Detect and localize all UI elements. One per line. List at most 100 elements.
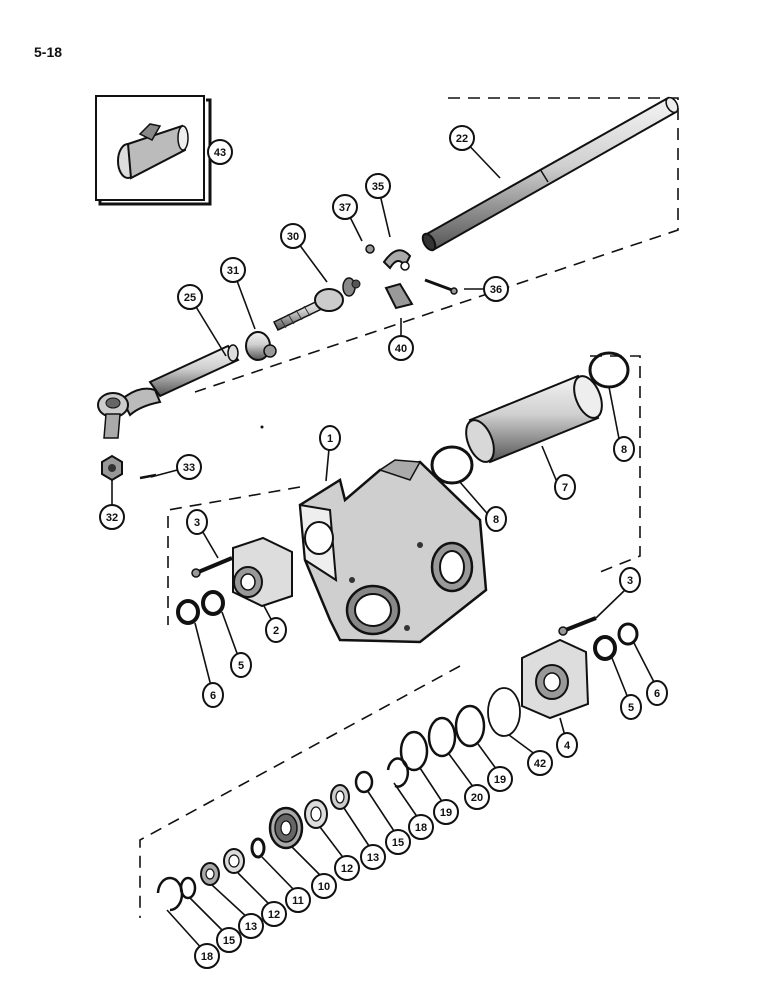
callout-label: 30 bbox=[287, 231, 299, 243]
washer-part bbox=[354, 770, 374, 794]
callout-label: 5 bbox=[628, 702, 634, 714]
callout-label: 8 bbox=[493, 514, 499, 526]
snap-ring-part bbox=[386, 757, 410, 788]
end-cap-part bbox=[521, 638, 590, 720]
o-ring-part bbox=[588, 351, 630, 389]
callout-label: 3 bbox=[194, 517, 200, 529]
callout-label: 37 bbox=[339, 202, 351, 214]
backup-ring-part bbox=[487, 687, 521, 737]
callout-balloon: 5 bbox=[230, 652, 252, 678]
callout-balloon: 10 bbox=[311, 873, 337, 899]
seal-part bbox=[593, 635, 617, 661]
callout-label: 7 bbox=[562, 482, 568, 494]
callout-balloon: 30 bbox=[280, 223, 306, 249]
print-dot bbox=[260, 425, 264, 429]
piston-stack bbox=[156, 770, 374, 912]
callout-label: 40 bbox=[395, 343, 407, 355]
callout-balloon: 18 bbox=[408, 814, 434, 840]
callout-label: 31 bbox=[227, 265, 239, 277]
callout-balloon: 13 bbox=[360, 844, 386, 870]
callout-label: 2 bbox=[273, 625, 279, 637]
callout-label: 6 bbox=[210, 690, 216, 702]
bolt-part bbox=[424, 278, 458, 295]
callout-balloon: 13 bbox=[238, 913, 264, 939]
callout-balloon: 33 bbox=[176, 454, 202, 480]
callout-balloon: 40 bbox=[388, 335, 414, 361]
callout-label: 15 bbox=[223, 935, 235, 947]
clamp-sleeve-part bbox=[245, 331, 277, 361]
piston-part bbox=[268, 806, 304, 850]
callout-balloon: 22 bbox=[449, 125, 475, 151]
callout-label: 22 bbox=[456, 133, 468, 145]
callout-label: 18 bbox=[201, 951, 213, 963]
callout-label: 4 bbox=[564, 740, 571, 752]
callout-label: 42 bbox=[534, 758, 546, 770]
callout-balloon: 8 bbox=[613, 436, 635, 462]
callout-balloon: 19 bbox=[487, 766, 513, 792]
callout-label: 32 bbox=[106, 512, 118, 524]
ring-series bbox=[386, 687, 521, 788]
callout-label: 11 bbox=[292, 895, 304, 907]
page-number: 5-18 bbox=[34, 44, 63, 60]
seal-ring-part bbox=[427, 716, 457, 758]
seal-part bbox=[201, 590, 225, 616]
group-dashed-lines bbox=[139, 97, 679, 918]
callout-label: 10 bbox=[318, 881, 330, 893]
end-cap-part bbox=[232, 536, 293, 608]
callout-balloon: 35 bbox=[365, 173, 391, 199]
callout-label: 1 bbox=[327, 433, 333, 445]
callout-balloon: 32 bbox=[99, 504, 125, 530]
callout-balloon: 19 bbox=[433, 799, 459, 825]
tie-rod-end-part bbox=[272, 277, 361, 331]
callout-label: 12 bbox=[268, 909, 280, 921]
castle-nut-part bbox=[101, 454, 123, 482]
callout-balloon: 2 bbox=[265, 617, 287, 643]
callout-balloon: 37 bbox=[332, 194, 358, 220]
callout-balloon: 20 bbox=[464, 784, 490, 810]
inset-detail-box bbox=[95, 95, 212, 206]
clip-part bbox=[384, 282, 414, 310]
callout-balloon: 43 bbox=[207, 139, 233, 165]
callout-label: 20 bbox=[471, 792, 483, 804]
clamp-part bbox=[382, 249, 412, 271]
callout-label: 19 bbox=[494, 774, 506, 786]
callout-balloon: 12 bbox=[334, 855, 360, 881]
steering-housing-part bbox=[298, 459, 488, 644]
seal-ring-part bbox=[399, 730, 429, 772]
callout-balloon: 15 bbox=[216, 927, 242, 953]
callout-balloon: 5 bbox=[620, 694, 642, 720]
tube-part bbox=[421, 96, 679, 252]
cotter-pin-part bbox=[139, 473, 157, 480]
callout-label: 18 bbox=[415, 822, 427, 834]
snap-ring-part bbox=[156, 876, 184, 912]
callout-balloon: 4 bbox=[556, 732, 578, 758]
washer-part bbox=[176, 599, 200, 625]
nut-part bbox=[365, 244, 375, 254]
callout-balloon: 7 bbox=[554, 474, 576, 500]
callout-label: 13 bbox=[367, 852, 379, 864]
o-ring-part bbox=[250, 837, 266, 859]
callout-label: 8 bbox=[621, 444, 627, 456]
callout-label: 5 bbox=[238, 660, 244, 672]
callout-label: 13 bbox=[245, 921, 257, 933]
callout-balloon: 6 bbox=[202, 682, 224, 708]
clip-sleeve-part bbox=[117, 123, 189, 180]
callout-label: 12 bbox=[341, 863, 353, 875]
callout-balloon: 36 bbox=[483, 276, 509, 302]
callout-balloon: 3 bbox=[619, 567, 641, 593]
seal-ring-part bbox=[454, 704, 486, 748]
callout-label: 33 bbox=[183, 462, 195, 474]
callout-balloon: 1 bbox=[319, 425, 341, 451]
callout-label: 6 bbox=[654, 688, 660, 700]
callout-layer: 22 43 35 37 30 31 25 36 40 1 7 8 8 33 32… bbox=[99, 125, 668, 969]
cap-bolt-part bbox=[191, 556, 233, 578]
tie-rod-part bbox=[97, 344, 240, 439]
callout-balloon: 31 bbox=[220, 257, 246, 283]
callout-balloon: 15 bbox=[385, 829, 411, 855]
callout-label: 19 bbox=[440, 807, 452, 819]
cap-bolt-part bbox=[558, 616, 597, 636]
callout-label: 35 bbox=[372, 181, 384, 193]
callout-label: 43 bbox=[214, 147, 226, 159]
